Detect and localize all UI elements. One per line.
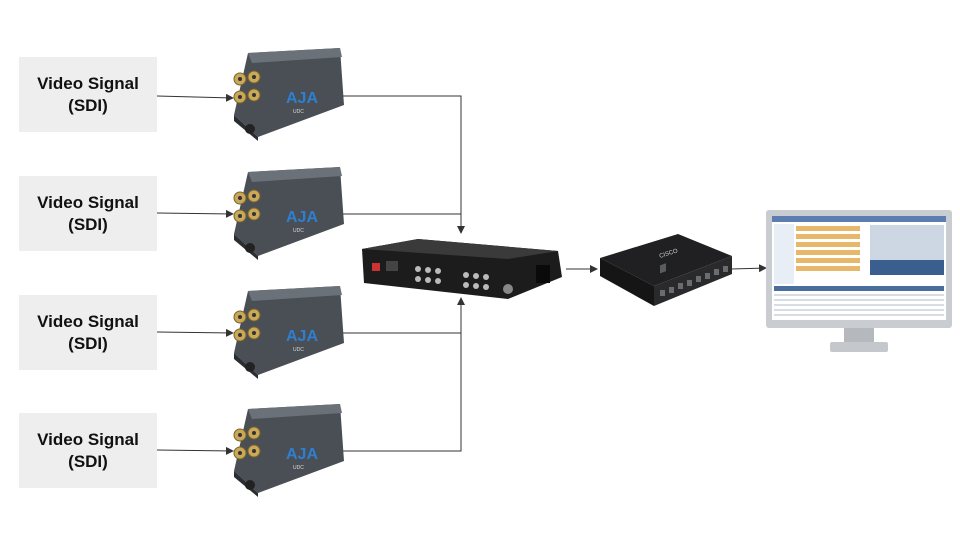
video-signal-label: Video Signal [37,311,139,331]
source-4-arrow [156,446,234,455]
converter-4-link [343,333,462,452]
aja-model-label: UDC [293,228,304,234]
aja-logo: AJA [286,90,318,107]
aja-logo: AJA [286,328,318,345]
converter-3-link [343,297,465,334]
video-signal-sublabel: (SDI) [68,333,108,353]
aja-logo: AJA [286,446,318,463]
aja-converter-4: AJA UDC [228,401,348,499]
aja-model-label: UDC [293,347,304,353]
aja-model-label: UDC [293,109,304,115]
video-signal-box-3: Video Signal(SDI) [19,295,157,370]
aja-converter-1: AJA UDC [228,45,348,143]
video-signal-box-1: Video Signal(SDI) [19,57,157,132]
aja-model-label: UDC [293,465,304,471]
aja-logo: AJA [286,209,318,226]
aja-converter-2: AJA UDC [228,164,348,262]
monitor [766,210,952,356]
network-switch: CISCO [598,232,734,308]
rack-encoder [358,237,566,301]
source-3-arrow [156,328,234,337]
video-signal-sublabel: (SDI) [68,95,108,115]
video-signal-label: Video Signal [37,73,139,93]
converter-1-link [343,95,465,234]
source-1-arrow [156,93,234,102]
source-2-arrow [156,209,234,218]
video-signal-label: Video Signal [37,429,139,449]
aja-converter-3: AJA UDC [228,283,348,381]
video-signal-box-4: Video Signal(SDI) [19,413,157,488]
cisco-logo: CISCO [659,248,679,260]
video-signal-label: Video Signal [37,192,139,212]
switch-monitor-arrow [730,264,767,273]
video-signal-box-2: Video Signal(SDI) [19,176,157,251]
video-signal-sublabel: (SDI) [68,451,108,471]
video-signal-sublabel: (SDI) [68,214,108,234]
